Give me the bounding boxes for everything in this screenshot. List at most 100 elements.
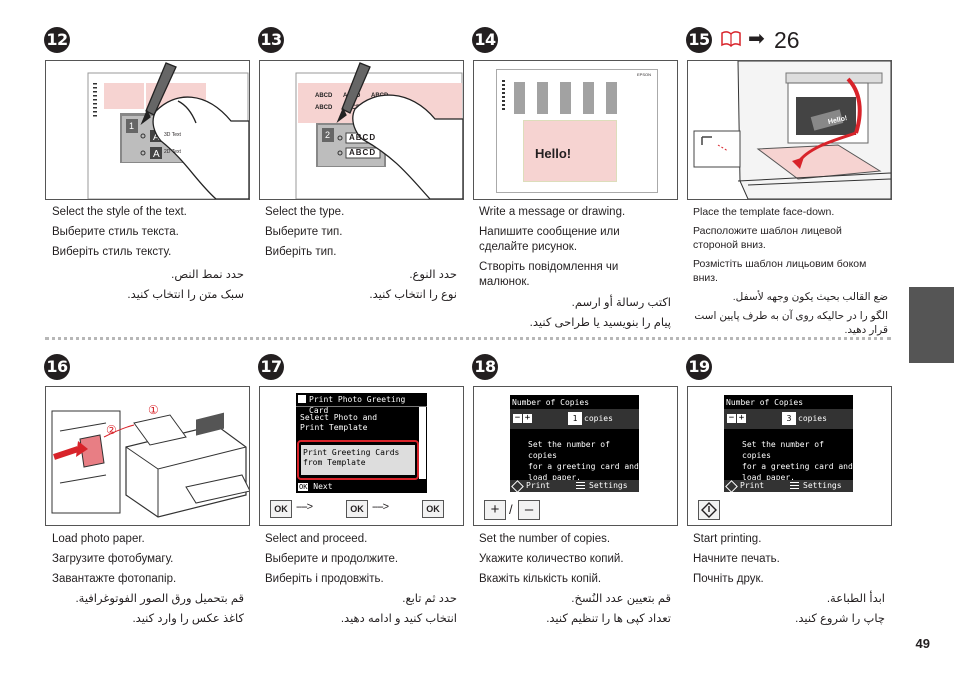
menu-item-label: Print Greeting Cards [303, 448, 413, 458]
plus-icon[interactable]: + [737, 414, 746, 423]
step-number-badge: 14 [472, 27, 498, 53]
copies-count[interactable]: 1 [568, 412, 582, 425]
step-14-text: Write a message or drawing. Напишите соо… [479, 205, 671, 336]
template-sheet: EPSON Hello! [496, 69, 658, 193]
instruction-fa: چاپ را شروع کنید. [693, 612, 885, 627]
message-line: Set the number of copies [528, 439, 639, 461]
minus-icon[interactable]: − [727, 414, 736, 423]
instruction-ru: Выберите стиль текста. [52, 225, 244, 240]
section-tab [909, 287, 954, 363]
step-13-text: Select the type. Выберите тип. Виберіть … [265, 205, 457, 308]
instruction-ar: ابدأ الطباعة. [693, 592, 885, 607]
svg-text:A: A [153, 149, 160, 160]
instruction-uk: Почніть друк. [693, 572, 885, 587]
message-line: Set the number of copies [742, 439, 853, 461]
option-grid [509, 82, 619, 114]
step-number-badge: 12 [44, 27, 70, 53]
ok-button[interactable]: OK [346, 500, 368, 518]
start-icon [725, 480, 738, 493]
screen-title: Number of Copies [512, 397, 589, 408]
instruction-ar: حدد ثم تابع. [265, 592, 457, 607]
svg-text:2: 2 [325, 130, 330, 140]
instruction-ru: Расположите шаблон лицевой стороной вниз… [693, 224, 888, 252]
scanner-illustration [688, 61, 891, 199]
instruction-fa: کاغذ عکس را وارد کنید. [52, 612, 244, 627]
settings-label: Settings [589, 480, 628, 492]
step-17-text: Select and proceed. Выберите и продолжит… [265, 532, 457, 632]
instruction-fa: پیام را بنویسید یا طراحی کنید. [479, 316, 671, 331]
instruction-ar: قم بتحميل ورق الصور الفوتوغرافية. [52, 592, 244, 607]
instruction-ar: حدد نمط النص. [52, 268, 244, 283]
slash-separator: / [509, 502, 513, 517]
instruction-en: Place the template face-down. [693, 205, 888, 219]
instruction-en: Select and proceed. [265, 532, 457, 547]
card-icon [298, 395, 306, 403]
template-pen-illustration: ABCDABCDABCD ABCDABCDABCD 2 [260, 61, 463, 199]
svg-text:ABCD: ABCD [315, 93, 333, 99]
instruction-ar: اكتب رسالة أو ارسم. [479, 296, 671, 311]
plus-button[interactable]: + [484, 500, 506, 520]
ok-button[interactable]: OK [422, 500, 444, 518]
minus-button[interactable]: – [518, 500, 540, 520]
instruction-en: Write a message or drawing. [479, 205, 671, 220]
settings-icon [790, 482, 799, 490]
barcode [502, 80, 505, 112]
handwritten-message: Hello! [535, 146, 571, 161]
instruction-uk: Виберіть стиль тексту. [52, 245, 244, 260]
plus-icon[interactable]: + [523, 414, 532, 423]
row-label: 1 [129, 121, 134, 131]
step-14-illustration: EPSON Hello! [473, 60, 678, 200]
arrow-right-icon: ➡ [748, 28, 765, 50]
screen-footer: Print Settings [510, 480, 639, 492]
instruction-en: Select the type. [265, 205, 457, 220]
start-button[interactable] [698, 500, 720, 520]
step-12-text: Select the style of the text. Выберите с… [52, 205, 244, 308]
step-number-badge: 15 [686, 27, 712, 53]
dashed-arrow-icon: ----> [372, 501, 388, 513]
screen-title-bar: Print Photo Greeting Card [296, 393, 427, 407]
step-number-badge: 13 [258, 27, 284, 53]
callout-2: ② [106, 423, 117, 437]
brand-label: EPSON [637, 72, 651, 77]
copies-row: − + 3 copies [724, 409, 853, 429]
instruction-fa: تعداد کپی ها را تنظیم کنید. [479, 612, 671, 627]
instruction-uk: Розмістіть шаблон лицьовим боком вниз. [693, 257, 888, 285]
dashed-arrow-icon: ----> [296, 501, 312, 513]
step-number-badge: 19 [686, 354, 712, 380]
instruction-ar: حدد النوع. [265, 268, 457, 283]
instruction-ar: ضع القالب بحيث يكون وجهه لأسفل. [693, 290, 888, 304]
step-number-badge: 16 [44, 354, 70, 380]
settings-label: Settings [803, 480, 842, 492]
step-15-illustration: Hello! [687, 60, 892, 200]
start-diamond-icon [699, 501, 719, 519]
print-label: Print [526, 480, 550, 492]
instruction-uk: Вкажіть кількість копій. [479, 572, 671, 587]
abcd-sample: ABCD [349, 133, 376, 142]
instruction-message: Set the number of copies for a greeting … [528, 439, 639, 483]
ok-key-label: OK [298, 483, 308, 491]
svg-text:ABCD: ABCD [315, 105, 333, 111]
minus-icon[interactable]: − [513, 414, 522, 423]
menu-item-label: from Template [303, 458, 413, 468]
instruction-ru: Выберите и продолжите. [265, 552, 457, 567]
message-line: for a greeting card and [528, 461, 639, 472]
scrollbar[interactable] [419, 407, 426, 479]
lcd-screen: Number of Copies − + 3 copies Set the nu… [724, 395, 853, 492]
instruction-ru: Выберите тип. [265, 225, 457, 240]
step-13-illustration: ABCDABCDABCD ABCDABCDABCD 2 ABCD ABCD [259, 60, 464, 200]
copies-label: copies [798, 414, 827, 423]
menu-item-print-greeting-cards[interactable]: Print Greeting Cards from Template [297, 440, 419, 480]
step-19-illustration: Number of Copies − + 3 copies Set the nu… [687, 386, 892, 526]
opt-2d-text: 2D Text [164, 149, 181, 155]
next-label: Next [313, 482, 332, 491]
start-icon [511, 480, 524, 493]
instruction-ar: قم بتعيين عدد النُسخ. [479, 592, 671, 607]
callout-1: ① [148, 403, 159, 417]
step-17-illustration: Print Photo Greeting Card Select Photo a… [259, 386, 464, 526]
ok-button[interactable]: OK [270, 500, 292, 518]
print-label: Print [740, 480, 764, 492]
step-number-badge: 18 [472, 354, 498, 380]
copies-count[interactable]: 3 [782, 412, 796, 425]
step-18-text: Set the number of copies. Укажите количе… [479, 532, 671, 632]
menu-item-select-photo[interactable]: Select Photo and Print Template [300, 413, 377, 433]
